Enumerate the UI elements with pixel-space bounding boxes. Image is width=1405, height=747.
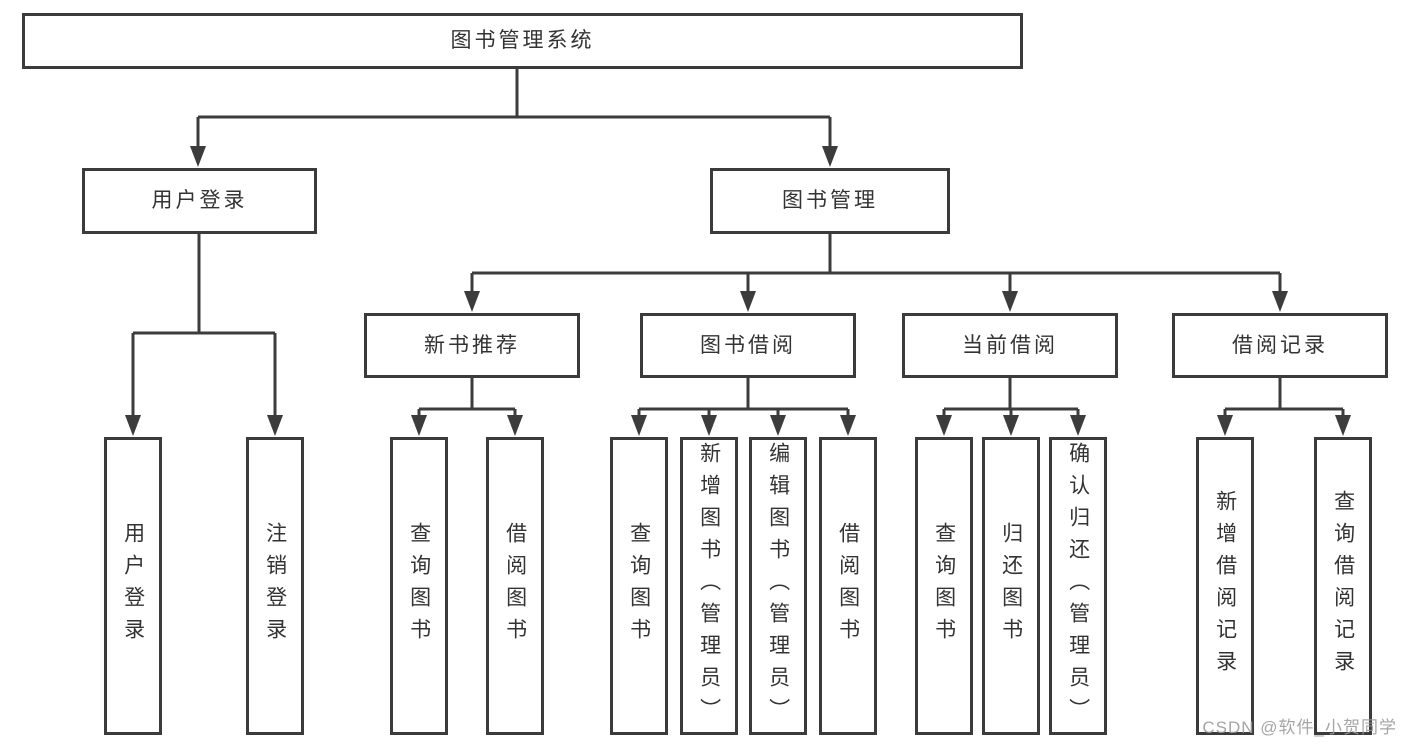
node-br-query-record: 查询借阅记录	[1314, 437, 1372, 735]
arrowhead	[1070, 415, 1086, 436]
node-user-login: 用户登录	[82, 168, 317, 234]
arrowhead	[1272, 291, 1288, 312]
node-bb-borrow-books: 借阅图书	[819, 437, 877, 735]
arrowhead	[840, 415, 856, 436]
arrowhead	[822, 146, 838, 167]
connector-root-to-level2	[190, 69, 838, 167]
csdn-watermark: CSDN @软件_小贺同学	[1202, 718, 1397, 737]
arrowhead	[936, 415, 952, 436]
node-borrow-records: 借阅记录	[1172, 313, 1388, 378]
connector-new-book-branch	[411, 378, 523, 436]
node-nbr-query-books: 查询图书	[390, 437, 448, 735]
node-new-book-recommend: 新书推荐	[364, 313, 580, 378]
arrowhead	[1335, 415, 1351, 436]
connector-current-borrow-branch	[936, 378, 1086, 436]
node-current-borrow: 当前借阅	[902, 313, 1118, 378]
node-bb-edit-books-admin: 编辑图书（管理员）	[749, 437, 807, 735]
node-cb-query-books: 查询图书	[915, 437, 973, 735]
node-library-system: 图书管理系统	[22, 13, 1023, 69]
node-book-borrow: 图书借阅	[640, 313, 856, 378]
arrowhead	[267, 415, 283, 436]
arrowhead	[1003, 415, 1019, 436]
connector-borrow-records-branch	[1217, 378, 1351, 436]
arrowhead	[631, 415, 647, 436]
node-cb-confirm-return-admin: 确认归还（管理员）	[1049, 437, 1107, 735]
arrowhead	[740, 291, 756, 312]
arrowhead	[701, 415, 717, 436]
node-nbr-borrow-books: 借阅图书	[486, 437, 544, 735]
arrowhead	[411, 415, 427, 436]
arrowhead	[190, 146, 206, 167]
connector-user-login-branch	[125, 234, 283, 436]
arrowhead	[1002, 291, 1018, 312]
node-logout-leaf: 注销登录	[246, 437, 304, 735]
arrowhead	[507, 415, 523, 436]
arrowhead	[770, 415, 786, 436]
node-book-management: 图书管理	[710, 168, 950, 234]
arrowhead	[1217, 415, 1233, 436]
node-br-add-record: 新增借阅记录	[1196, 437, 1254, 735]
connector-book-borrow-branch	[631, 378, 856, 436]
node-cb-return-books: 归还图书	[982, 437, 1040, 735]
node-user-login-leaf: 用户登录	[104, 437, 162, 735]
node-bb-query-books: 查询图书	[610, 437, 668, 735]
node-bb-add-books-admin: 新增图书（管理员）	[680, 437, 738, 735]
arrowhead	[125, 415, 141, 436]
arrowhead	[464, 291, 480, 312]
connector-book-management-branch	[464, 234, 1288, 312]
